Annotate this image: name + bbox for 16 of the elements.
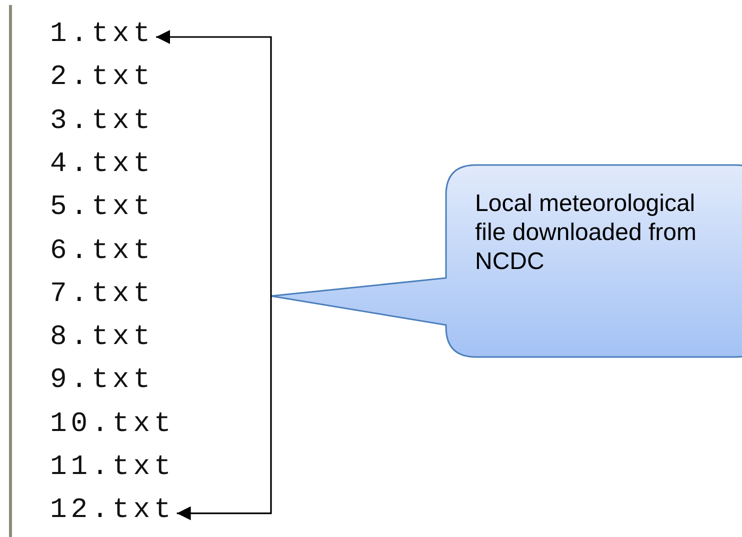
file-name: 9.txt <box>50 365 154 398</box>
file-name: 5.txt <box>50 192 154 224</box>
bracket-arrow <box>156 30 272 297</box>
speech-callout <box>270 164 742 359</box>
file-name: 2.txt <box>50 62 154 94</box>
callout-text: Local meteorological file downloaded from NCDC <box>475 189 698 276</box>
file-name: 6.txt <box>50 236 154 268</box>
bracket-arrow <box>176 295 272 520</box>
file-name: 12.txt <box>50 495 175 528</box>
file-name: 11.txt <box>50 452 175 484</box>
file-name: 10.txt <box>50 408 175 441</box>
file-name: 4.txt <box>50 148 154 181</box>
file-name: 3.txt <box>50 106 154 138</box>
file-name: 1.txt <box>50 19 154 51</box>
file-name: 8.txt <box>50 322 154 354</box>
file-name: 7.txt <box>50 278 154 311</box>
